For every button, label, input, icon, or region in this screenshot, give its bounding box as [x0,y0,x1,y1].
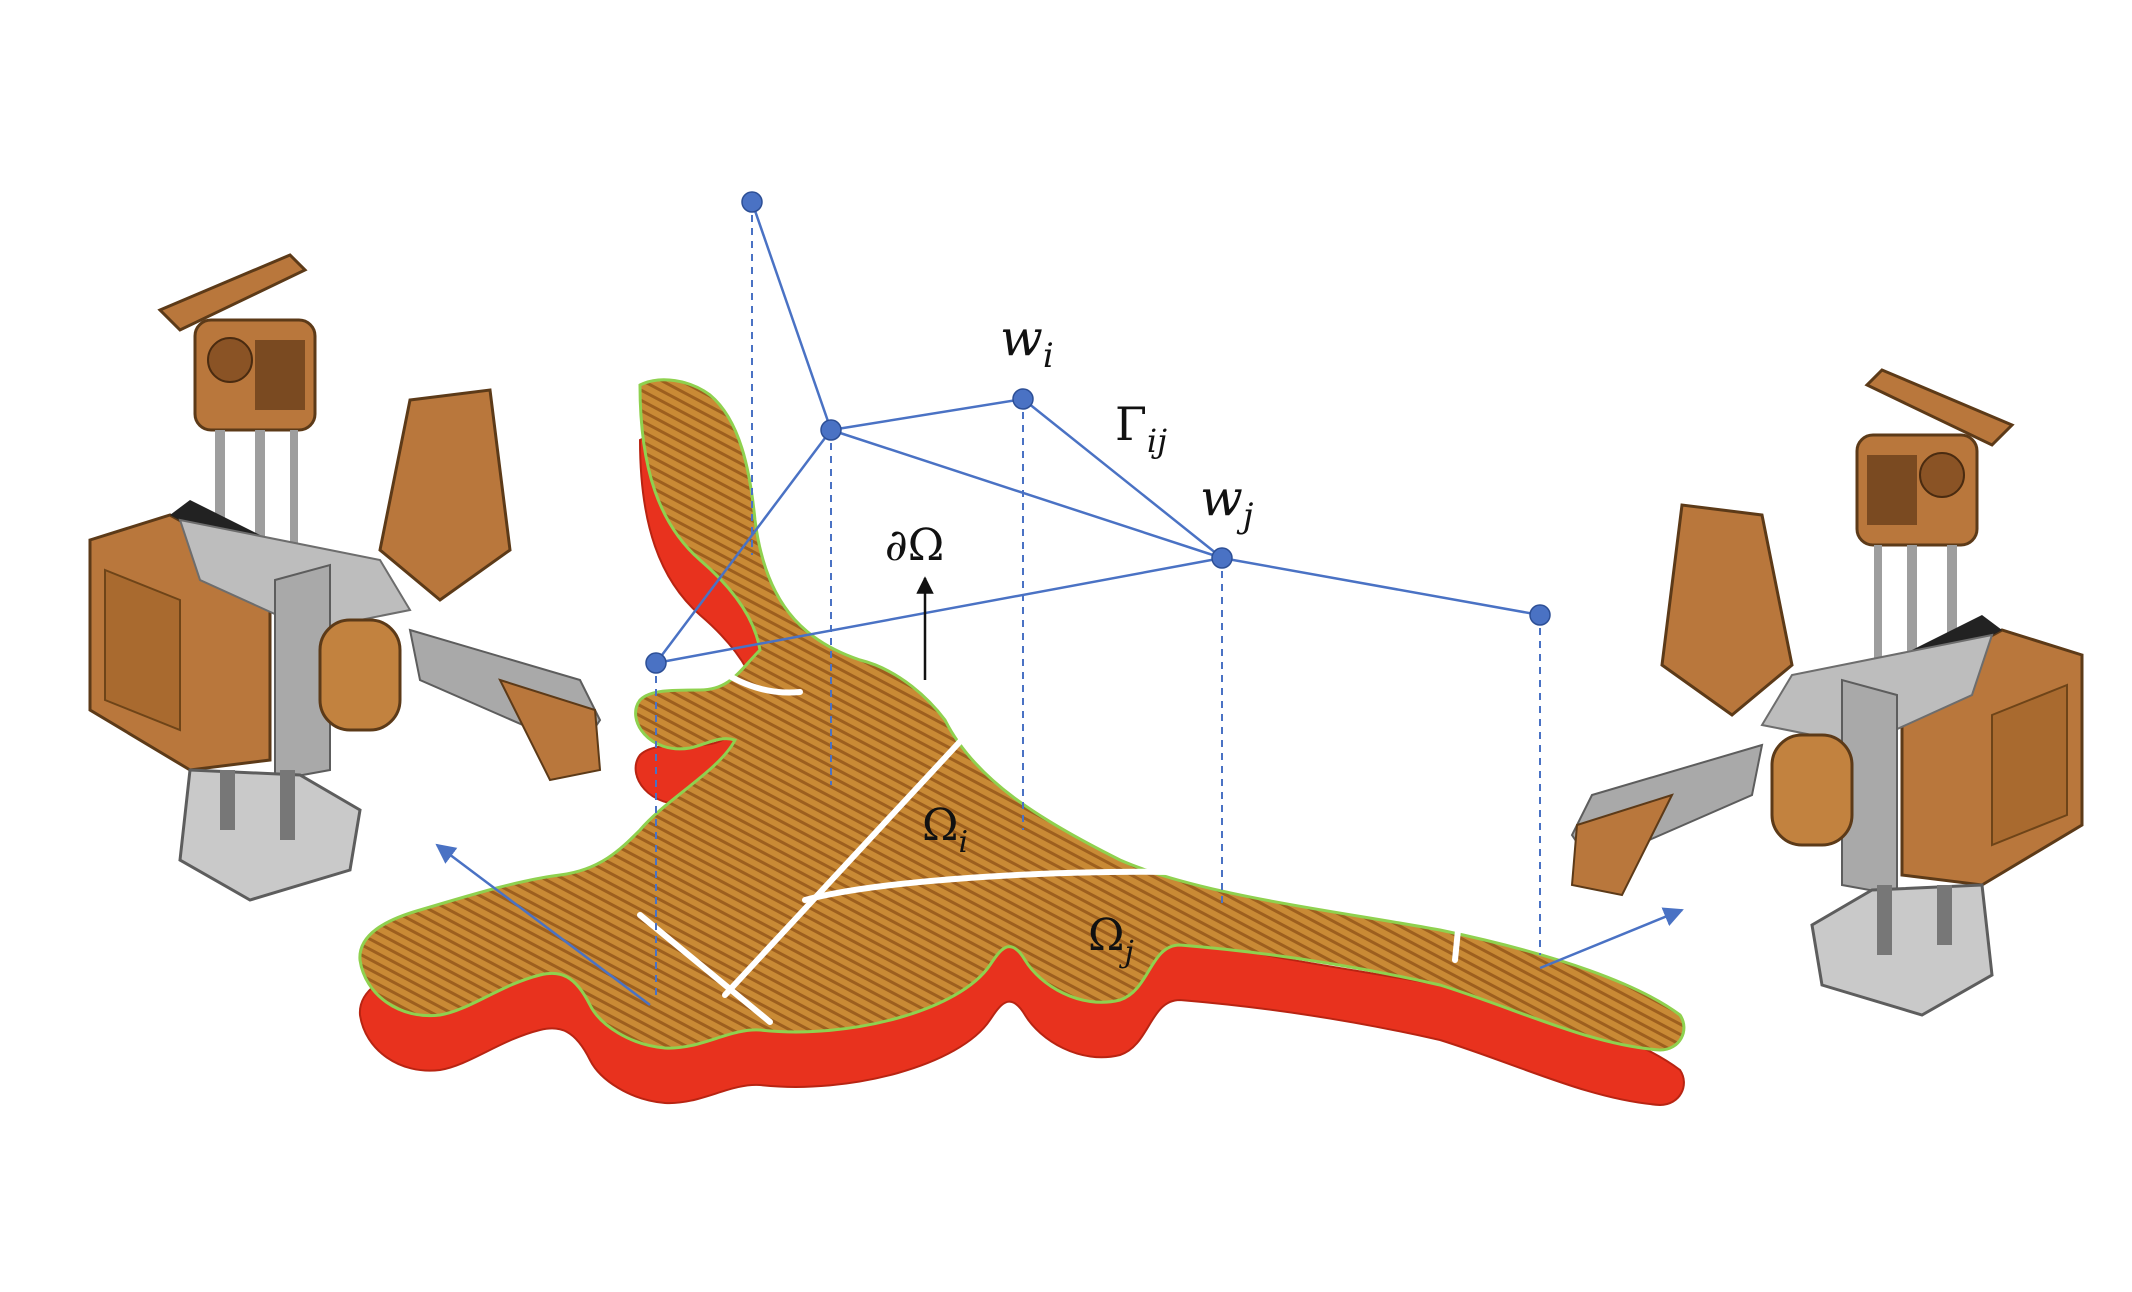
printed-part [358,378,1686,1107]
graph-edge [655,556,1223,665]
graph-edge-gamma-ij [1022,398,1223,559]
partition-line [637,912,773,1025]
projection-lines [655,202,1541,1000]
partition-line [715,665,803,696]
graph-node-w-j [1211,547,1233,569]
math-labels: wi Γij wj ∂Ω Ωi Ωj [885,309,1254,970]
mobile-3d-printer-robot-icon [88,253,602,902]
label-omega-i: Ωi [922,800,968,860]
graph-node [1529,604,1551,626]
graph-edge [830,397,1024,432]
label-w-i: wi [1000,309,1054,376]
graph-node [741,191,763,213]
label-w-j: wj [1200,469,1254,536]
label-boundary: ∂Ω [885,520,944,571]
graph-node [645,652,667,674]
partition-line [722,717,983,998]
graph-node-w-i [1012,388,1034,410]
right-motion-arrow [1539,907,1684,970]
partition-line [1452,927,1461,963]
label-omega-j: Ωj [1088,910,1134,970]
mobile-3d-printer-robot-icon [1570,368,2084,1017]
graph-edges [655,201,1541,665]
left-motion-arrow [435,843,651,1006]
graph-edge [750,201,833,431]
graph-nodes [645,191,1551,674]
graph-edge [830,428,1223,560]
partition-graph [435,191,1684,1006]
label-gamma-ij: Γij [1115,397,1167,460]
partition-line [802,868,1178,903]
partition-boundaries [637,665,1461,1025]
graph-edge [655,429,832,664]
printed-part-top [358,378,1686,1052]
graph-edge [1221,556,1541,617]
graph-node [820,419,842,441]
